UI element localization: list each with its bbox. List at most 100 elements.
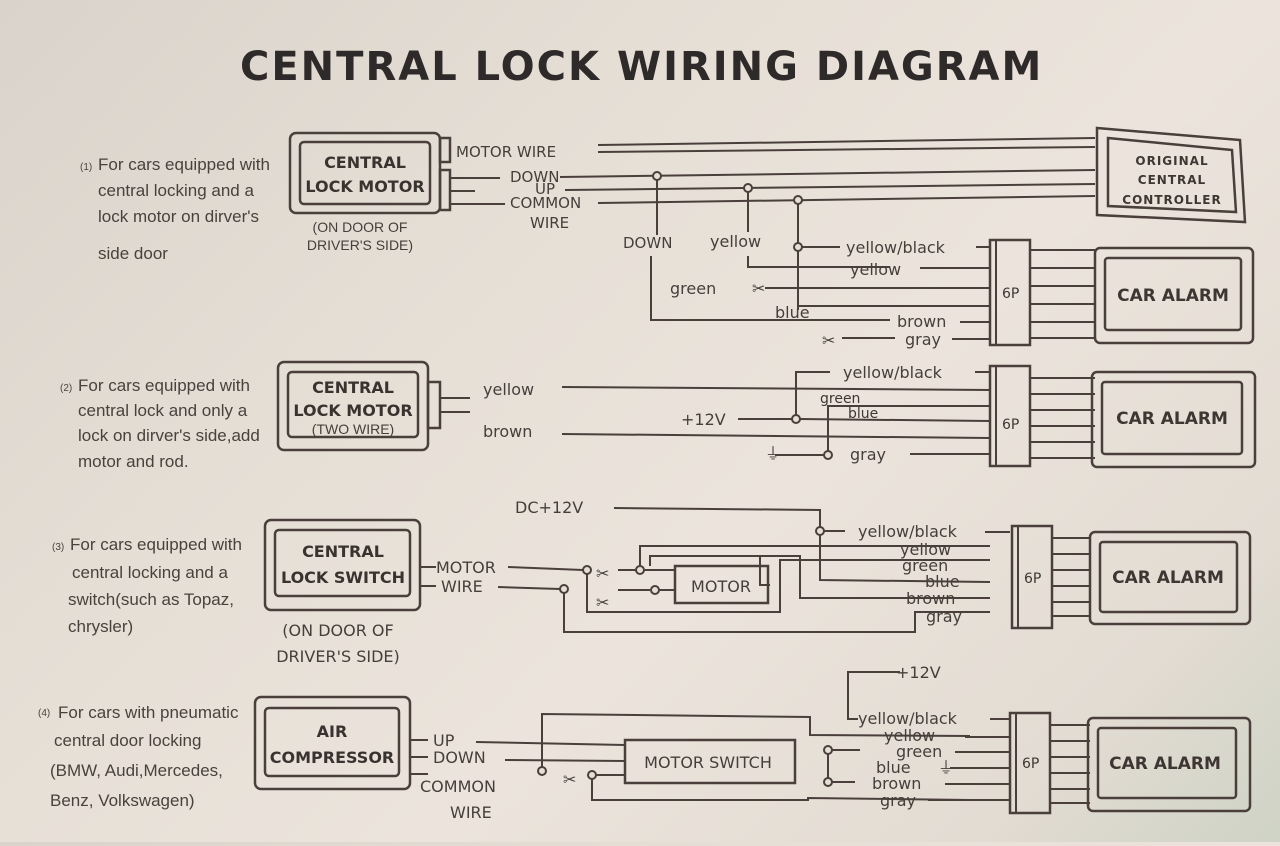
tap-label-down: DOWN: [623, 234, 672, 252]
connector-label: 6P: [1002, 417, 1019, 433]
box-label: AIR: [317, 722, 348, 741]
box-sublabel: (TWO WIRE): [312, 421, 394, 437]
car-alarm-label: CAR ALARM: [1109, 754, 1221, 774]
power-label: DC+12V: [515, 498, 583, 517]
controller-label: ORIGINAL: [1135, 154, 1208, 168]
box-label: CENTRAL: [302, 542, 384, 561]
connector-6p: 6P: [1008, 711, 1090, 815]
description-line: lock on dirver's side,add: [78, 426, 260, 445]
box-label: LOCK MOTOR: [293, 401, 412, 420]
section-3-wires: MOTOR WIRE ✂ ✂ MOTOR DC+12V: [420, 498, 991, 633]
alarm-wire-label: yellow: [884, 726, 935, 745]
description-line: For cars with pneumatic: [58, 703, 239, 722]
cut-mark-icon: ✂: [563, 770, 576, 789]
alarm-wire-label: blue: [848, 406, 878, 422]
alarm-wire-label: brown: [872, 774, 921, 793]
wire-label-motor: MOTOR: [436, 558, 496, 577]
section-2-wires: yellow brown +12V ⏚: [483, 371, 991, 463]
alarm-wire-label: green: [820, 391, 860, 407]
section-2-description: (2) For cars equipped with central lock …: [60, 376, 260, 471]
description-line: chrysler): [68, 617, 133, 636]
alarm-wire-label: gray: [905, 330, 941, 349]
wire-label-up: UP: [433, 731, 455, 750]
alarm-wire-label: yellow: [900, 540, 951, 559]
description-line: central lock and only a: [78, 401, 248, 420]
wire-label-wire: WIRE: [441, 577, 483, 596]
description-line: For cars equipped with: [78, 376, 250, 395]
wire-label-up: UP: [535, 180, 555, 198]
connector-6p: 6P: [988, 238, 1095, 347]
car-alarm-label: CAR ALARM: [1112, 568, 1224, 588]
alarm-wire-label: yellow: [850, 260, 901, 279]
box-label: LOCK MOTOR: [305, 177, 424, 196]
section-1-description: (1) For cars equipped with central locki…: [80, 155, 270, 263]
box-label: COMPRESSOR: [270, 748, 395, 767]
section-3: (3) For cars equipped with central locki…: [52, 498, 1252, 666]
section-3-description: (3) For cars equipped with central locki…: [52, 535, 242, 636]
car-alarm-box: CAR ALARM: [1093, 246, 1255, 345]
central-lock-motor-two-wire-box: CENTRAL LOCK MOTOR (TWO WIRE): [276, 360, 470, 452]
cut-mark-icon: ✂: [822, 331, 835, 350]
alarm-wire-label: yellow/black: [846, 238, 946, 257]
original-central-controller-box: ORIGINAL CENTRAL CONTROLLER: [1095, 126, 1247, 224]
description-line: (BMW, Audi,Mercedes,: [50, 761, 223, 780]
controller-label: CENTRAL: [1138, 173, 1206, 187]
description-line: side door: [98, 244, 168, 263]
section-number: (1): [80, 162, 92, 173]
wire-label-brown: brown: [483, 422, 532, 441]
description-line: motor and rod.: [78, 452, 189, 471]
description-line: Benz, Volkswagen): [50, 791, 195, 810]
alarm-wire-label: yellow/black: [858, 522, 958, 541]
description-line: central locking and a: [98, 181, 254, 200]
alarm-wire-label: yellow/black: [858, 709, 958, 728]
alarm-wire-label: yellow/black: [843, 363, 943, 382]
device-note: DRIVER'S SIDE): [307, 237, 413, 253]
box-label: LOCK SWITCH: [281, 568, 405, 587]
car-alarm-label: CAR ALARM: [1116, 409, 1228, 429]
connector-label: 6P: [1022, 756, 1039, 772]
car-alarm-label: CAR ALARM: [1117, 286, 1229, 306]
description-line: central door locking: [54, 731, 201, 750]
box-label: CENTRAL: [324, 153, 406, 172]
section-1-alarm-wires: yellow/black yellow brown gray: [846, 238, 990, 349]
ground-icon: ⏚: [765, 444, 781, 463]
motor-label: MOTOR: [691, 577, 751, 596]
device-note: (ON DOOR OF: [282, 621, 393, 640]
central-lock-motor-box: CENTRAL LOCK MOTOR (ON DOOR OF DRIVER'S …: [288, 131, 452, 253]
alarm-wire-label: brown: [897, 312, 946, 331]
alarm-wire-label: green: [902, 556, 948, 575]
cut-mark-icon: ✂: [596, 593, 609, 612]
tap-label-yellow: yellow: [710, 232, 761, 251]
wire-label-yellow: yellow: [483, 380, 534, 399]
description-line: central locking and a: [72, 563, 228, 582]
alarm-wire-label: blue: [925, 572, 960, 591]
section-4-alarm-wires: yellow/black yellow green blue ⏚ brown g…: [858, 709, 1010, 810]
alarm-wire-label: brown: [906, 589, 955, 608]
box-label: CENTRAL: [312, 378, 394, 397]
section-2: (2) For cars equipped with central lock …: [60, 360, 1257, 471]
cut-mark-icon: ✂: [752, 279, 765, 298]
section-1: (1) For cars equipped with central locki…: [80, 126, 1255, 350]
wire-label-common-2: WIRE: [530, 214, 569, 232]
description-line: lock motor on dirver's: [98, 207, 259, 226]
ground-icon: ⏚: [938, 758, 954, 777]
connector-6p: 6P: [1010, 524, 1090, 630]
wire-label-common: COMMON: [420, 777, 496, 796]
section-4-wires: UP DOWN COMMON WIRE ✂ MOTOR SWITCH +12V: [410, 663, 971, 822]
alarm-wire-label: gray: [850, 445, 886, 464]
power-label: +12V: [896, 663, 941, 682]
wire-label-common: COMMON: [510, 194, 581, 212]
section-1-wires: MOTOR WIRE DOWN UP COMMON WIRE DOWN yell…: [450, 137, 1096, 350]
cut-mark-icon: ✂: [596, 564, 609, 583]
description-line: For cars equipped with: [70, 535, 242, 554]
tap-label-blue: blue: [775, 303, 810, 322]
section-2-alarm-wires: yellow/black green blue gray: [820, 363, 990, 464]
wire-label-down: DOWN: [433, 748, 486, 767]
power-label: +12V: [681, 410, 726, 429]
device-note: DRIVER'S SIDE): [276, 647, 400, 666]
central-lock-switch-box: CENTRAL LOCK SWITCH (ON DOOR OF DRIVER'S…: [263, 518, 422, 666]
alarm-wire-label: green: [896, 742, 942, 761]
alarm-wire-label: blue: [876, 758, 911, 777]
alarm-wire-label: gray: [880, 791, 916, 810]
